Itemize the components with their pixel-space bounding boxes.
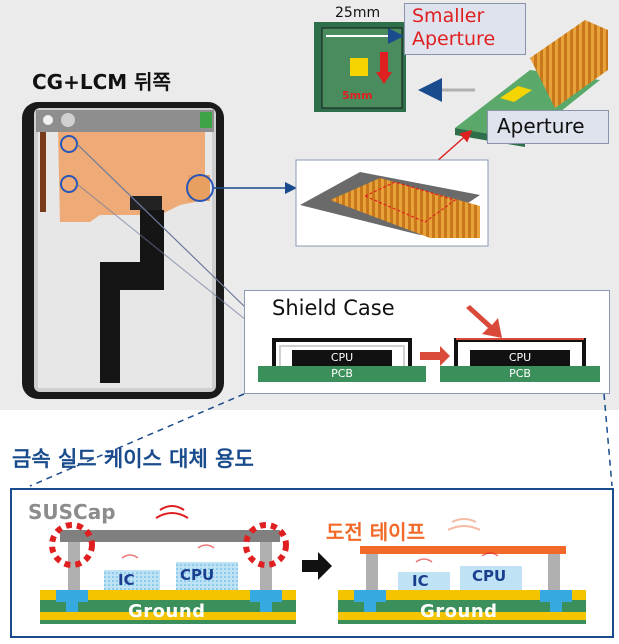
smaller-aperture-label: Smaller Aperture (412, 5, 496, 50)
shield-case-title: Shield Case (272, 296, 395, 320)
shield-before-pcb-label: PCB (331, 367, 353, 380)
aperture-label: Aperture (497, 114, 585, 138)
device-title: CG+LCM 뒤쪽 (32, 70, 171, 94)
right-ground-label: Ground (420, 601, 498, 622)
aperture-callout (487, 110, 609, 144)
suscap-label: SUSCap (28, 500, 116, 524)
dimension-25mm-label: 25mm (335, 5, 381, 21)
right-ic-label: IC (412, 572, 429, 590)
left-ground-label: Ground (128, 601, 206, 622)
shield-after-pcb-label: PCB (509, 367, 531, 380)
shield-after-cpu-label: CPU (508, 351, 532, 364)
dimension-5mm-label: 5mm (342, 89, 373, 102)
flex-cable-panel (295, 159, 489, 247)
right-cpu-label: CPU (472, 567, 507, 585)
shield-before-cpu-label: CPU (330, 351, 354, 364)
smaller-aperture-callout (404, 3, 526, 55)
left-cpu-label: CPU (180, 566, 215, 584)
connector-lines (29, 78, 613, 487)
device-illustration (22, 102, 224, 399)
left-ic-label: IC (118, 571, 135, 589)
small-board (314, 22, 406, 112)
section-title: 금속 실드 케이스 대체 용도 (12, 447, 254, 471)
conductive-tape-label: 도전 테이프 (326, 520, 425, 544)
